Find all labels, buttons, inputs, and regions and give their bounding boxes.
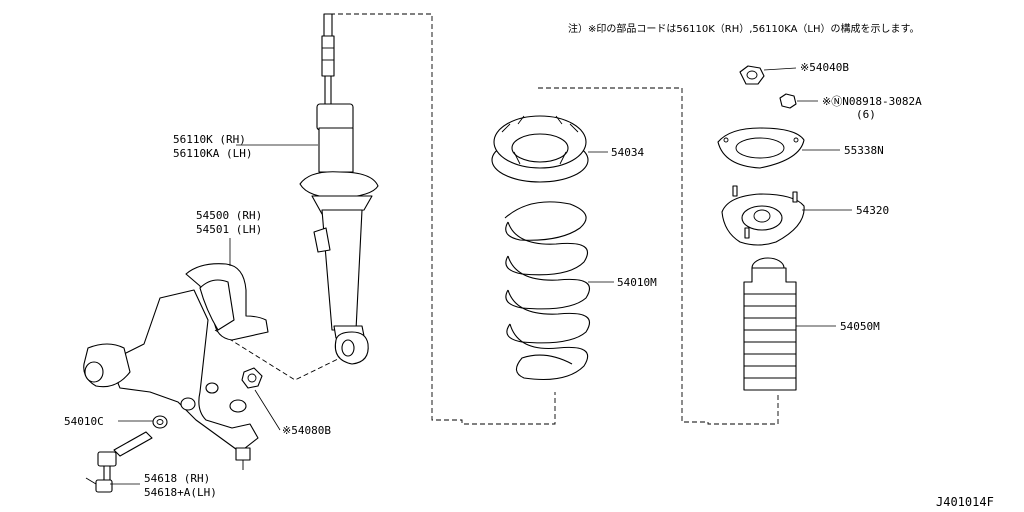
- header-note: 注）※印の部品コードは56110K（RH）,56110KA（LH）の構成を示しま…: [568, 22, 920, 35]
- label-bumper: 54050M: [840, 320, 880, 333]
- label-spring-seat: 54034: [611, 146, 644, 159]
- label-knuckle-rh: 54500 (RH): [196, 209, 262, 222]
- top-nut: [739, 65, 765, 85]
- bolt-nut: [241, 367, 263, 389]
- label-flange-nut-qty: (6): [856, 108, 876, 121]
- strut-mounting: [721, 185, 805, 246]
- label-insulator: 55338N: [844, 144, 884, 157]
- label-stabilizer-rh: 54618 (RH): [144, 472, 210, 485]
- label-knuckle-lh: 54501 (LH): [196, 223, 262, 236]
- shock-absorber: [299, 13, 379, 365]
- label-shock-rh: 56110K (RH): [173, 133, 246, 146]
- label-bushing: 54010C: [64, 415, 104, 428]
- steering-knuckle: [83, 263, 269, 470]
- label-coil-spring: 54010M: [617, 276, 657, 289]
- bound-bumper: [743, 257, 797, 391]
- coil-spring: [504, 201, 591, 381]
- insulator-plate: [717, 127, 805, 169]
- stabilizer-link: [85, 431, 153, 493]
- reference-code: J401014F: [936, 495, 994, 509]
- leader-top-nut: [763, 67, 797, 71]
- bushing-washer: [152, 415, 168, 429]
- label-top-nut: ※54040B: [800, 61, 849, 74]
- flange-nut: [779, 93, 797, 109]
- label-stabilizer-lh: 54618+A(LH): [144, 486, 217, 499]
- label-shock-lh: 56110KA (LH): [173, 147, 252, 160]
- leader-bolt: [254, 389, 281, 431]
- assembly-dashed-line-2: [538, 87, 779, 425]
- spring-seat: [491, 115, 589, 183]
- label-bolt: ※54080B: [282, 424, 331, 437]
- label-flange-nut: ※ⓃN08918-3082A: [822, 95, 922, 108]
- assembly-dashed-line: [330, 13, 556, 425]
- label-mounting: 54320: [856, 204, 889, 217]
